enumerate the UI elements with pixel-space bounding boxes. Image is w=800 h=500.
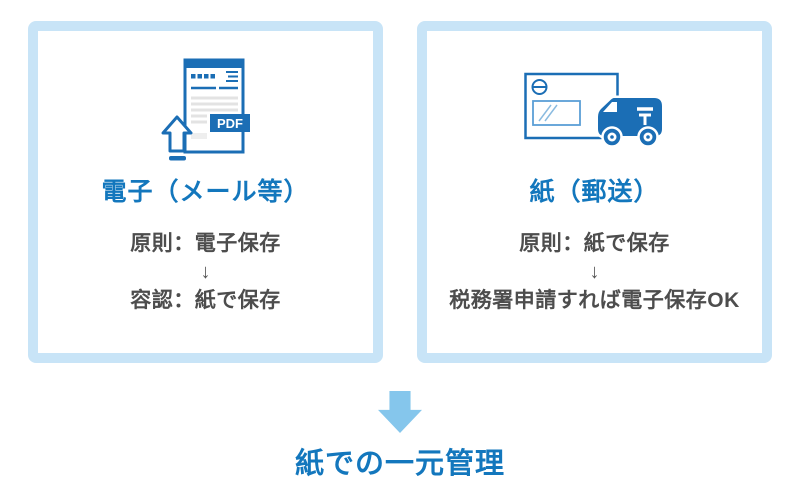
paper-rules: 原則：紙で保存 ↓ 税務署申請すれば電子保存OK xyxy=(449,227,740,317)
mail-delivery-icon xyxy=(523,72,664,148)
postal-mark-icon xyxy=(636,107,653,125)
paper-rule-principle: 原則：紙で保存 xyxy=(519,231,670,255)
pdf-badge: PDF xyxy=(209,114,250,132)
postal-truck-icon xyxy=(595,95,664,148)
pdf-document-icon: PDF xyxy=(161,58,250,161)
electronic-rule-principle: 原則：電子保存 xyxy=(130,231,281,255)
electronic-rules: 原則：電子保存 ↓ 容認：紙で保存 xyxy=(130,227,281,317)
down-arrow-glyph: ↓ xyxy=(200,260,211,283)
windshield xyxy=(602,102,617,112)
big-down-arrow-icon xyxy=(378,391,422,433)
address-window xyxy=(531,100,581,126)
paper-icon-area xyxy=(523,45,666,177)
upload-arrow-icon xyxy=(161,115,192,161)
conclusion-label: 紙での一元管理 xyxy=(294,448,505,480)
electronic-rule-exception: 容認：紙で保存 xyxy=(130,288,281,312)
paper-rule-exception: 税務署申請すれば電子保存OK xyxy=(449,288,740,312)
down-arrow-glyph: ↓ xyxy=(589,260,600,283)
paper-title: 紙（郵送） xyxy=(529,178,660,206)
electronic-icon-area: PDF xyxy=(160,45,252,177)
pdf-badge-label: PDF xyxy=(217,116,243,131)
truck-wheels xyxy=(600,126,659,148)
paper-panel: 紙（郵送） 原則：紙で保存 ↓ 税務署申請すれば電子保存OK xyxy=(417,21,772,363)
electronic-panel: PDF 電子（メール等） 原則：電子保存 ↓ 容認：紙で保存 xyxy=(28,21,383,363)
electronic-title: 電子（メール等） xyxy=(101,178,310,206)
